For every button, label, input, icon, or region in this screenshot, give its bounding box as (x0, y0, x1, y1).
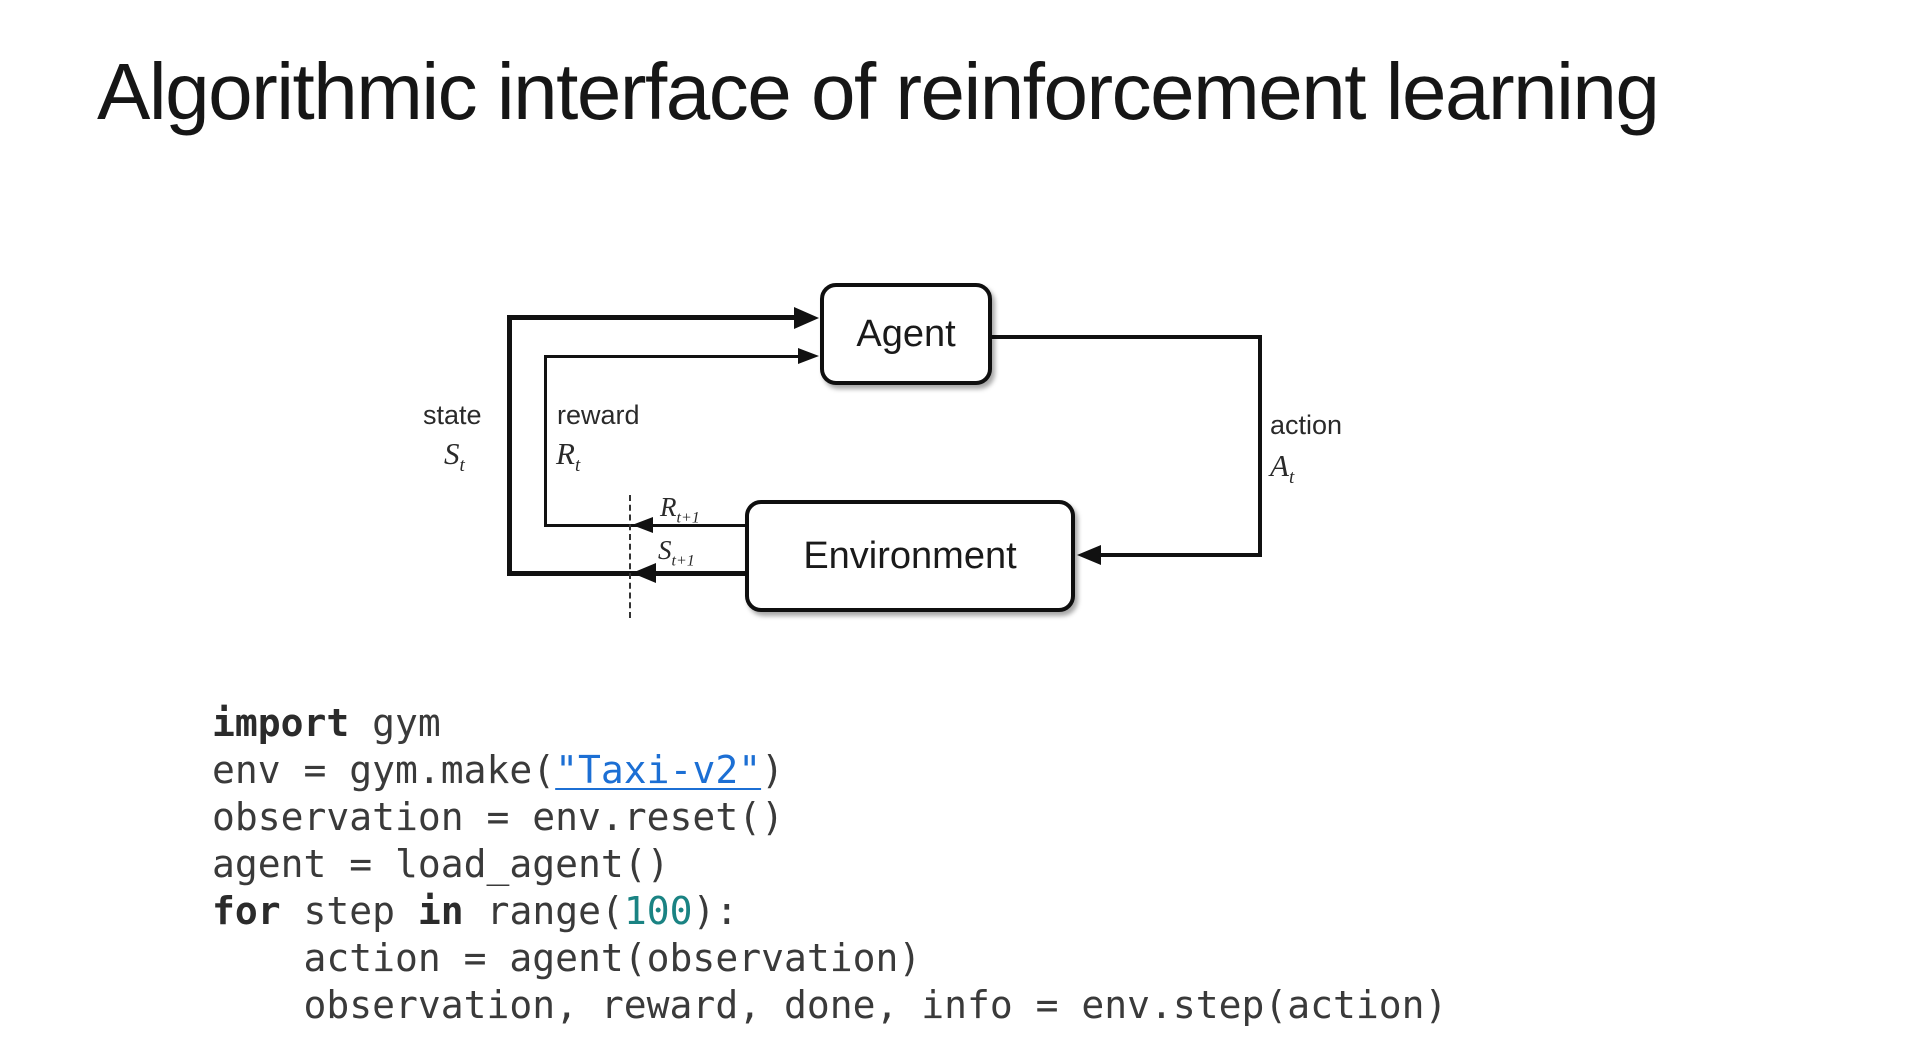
code-token: range( (463, 889, 624, 933)
next-state-arrowhead (632, 563, 656, 583)
code-token: import (212, 701, 350, 745)
code-token: ): (692, 889, 739, 933)
timestep-dashed-line (629, 495, 631, 618)
code-token: 100 (623, 889, 693, 933)
code-token: agent = load_agent() (212, 842, 670, 886)
agent-node: Agent (820, 283, 992, 385)
code-token: env = gym.make( (212, 748, 556, 792)
code-token: for (212, 889, 281, 933)
reward-to-agent-arrowhead (798, 348, 819, 364)
reward-line-vertical (544, 355, 547, 527)
state-word-label: state (423, 400, 482, 430)
environment-label: Environment (803, 534, 1017, 577)
code-token: in (417, 889, 464, 933)
code-token: step (280, 889, 418, 933)
state-to-agent-arrowhead (794, 307, 819, 329)
reward-line-top (546, 355, 798, 358)
code-token: observation, reward, done, info = env.st… (212, 983, 1448, 1027)
code-line: observation, reward, done, info = env.st… (212, 982, 1448, 1029)
page-title: Algorithmic interface of reinforcement l… (97, 47, 1660, 136)
code-line: for step in range(100): (212, 888, 1447, 935)
taxi-v2-link[interactable]: "Taxi-v2" (555, 748, 762, 792)
code-line: observation = env.reset() (212, 794, 1447, 841)
state-line-vertical (507, 315, 512, 576)
action-line-vertical (1258, 335, 1262, 557)
state-line-top (510, 315, 796, 320)
action-line-top (992, 335, 1262, 339)
environment-node: Environment (745, 500, 1075, 612)
reward-symbol: Rt (556, 436, 581, 477)
reward-word-label: reward (557, 400, 640, 430)
code-token: observation = env.reset() (212, 795, 784, 839)
code-line: import gym (212, 700, 1447, 747)
next-state-symbol: St+1 (658, 535, 695, 570)
code-token: action = agent(observation) (212, 936, 922, 980)
action-word-label: action (1270, 410, 1343, 440)
next-reward-arrowhead (632, 517, 653, 533)
code-token: gym (349, 701, 441, 745)
code-line: agent = load_agent() (212, 841, 1447, 888)
code-token: ) (761, 748, 784, 792)
action-symbol: At (1270, 448, 1295, 489)
code-line: env = gym.make("Taxi-v2") (212, 747, 1447, 794)
state-line-bottom (510, 571, 745, 576)
code-line: action = agent(observation) (212, 935, 1447, 982)
agent-label: Agent (856, 312, 956, 355)
state-symbol: St (444, 436, 465, 477)
action-line-bottom (1095, 553, 1262, 557)
action-to-environment-arrowhead (1077, 545, 1101, 565)
next-reward-symbol: Rt+1 (660, 492, 700, 527)
